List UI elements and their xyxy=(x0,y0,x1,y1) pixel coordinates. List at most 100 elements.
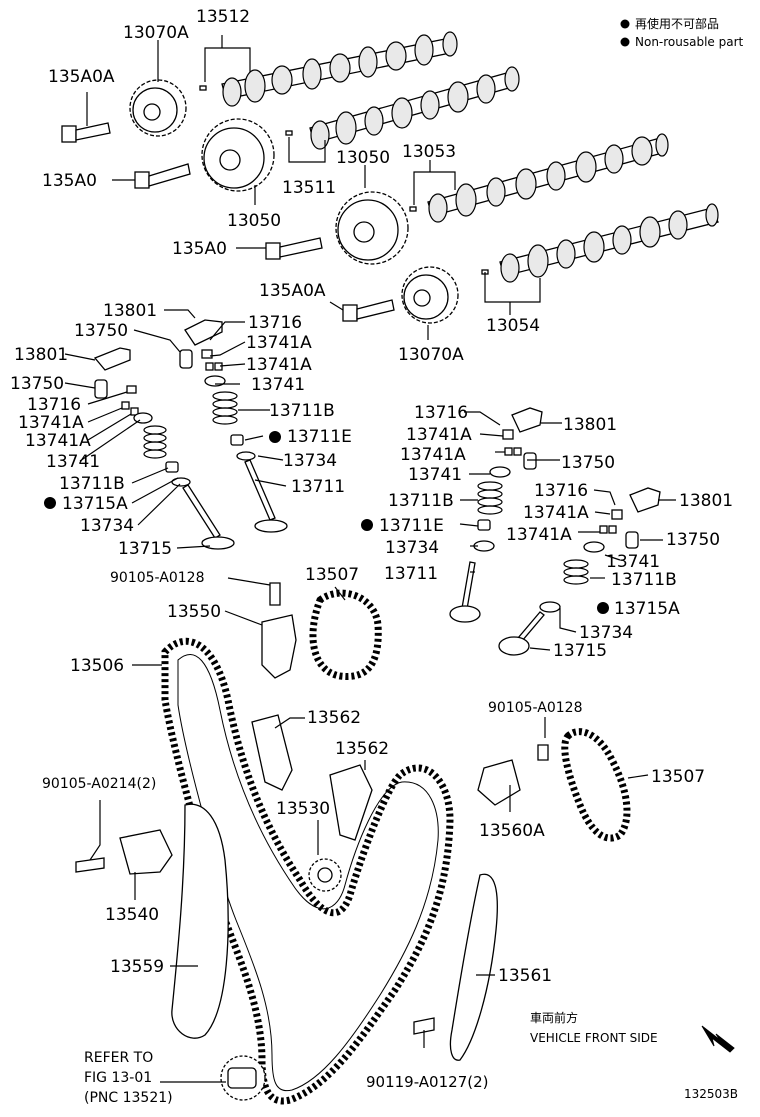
valve-train-left xyxy=(93,319,288,550)
valve-spring xyxy=(563,559,589,585)
valve-keeper xyxy=(504,447,513,456)
part-label: 13734 xyxy=(283,451,337,471)
spring-seat xyxy=(171,477,191,487)
chain-guide-13561 xyxy=(449,873,498,1061)
valve-spring xyxy=(143,425,167,459)
part-label: 13801 xyxy=(103,301,157,321)
part-label: 135A0A xyxy=(48,67,115,87)
roller-rocker-arm xyxy=(184,319,223,346)
part-label: 135A0 xyxy=(172,239,227,259)
part-label: 13741A xyxy=(400,445,466,465)
chain-tensioner-13560A xyxy=(477,759,521,806)
part-label: 90119-A0127(2) xyxy=(366,1073,488,1091)
part-label: 13711B xyxy=(611,570,677,590)
part-label: 13562 xyxy=(335,739,389,759)
valve-keeper xyxy=(130,407,139,416)
valve xyxy=(517,611,545,642)
chain-guide-13559 xyxy=(171,803,229,1039)
part-label: 13715A xyxy=(62,494,128,514)
roller-rocker-arm xyxy=(629,487,661,513)
part-label: 13741 xyxy=(606,552,660,572)
chain-damper-13562 xyxy=(251,714,293,791)
non-reusable-mark-icon xyxy=(269,431,281,443)
valve-stem-cap xyxy=(201,349,213,359)
chain-damper-13562 xyxy=(329,764,373,841)
part-label: 13750 xyxy=(561,453,615,473)
part-label: 13053 xyxy=(402,142,456,162)
bolt xyxy=(75,857,105,873)
part-label: 13711 xyxy=(384,564,438,584)
part-label: 135A0 xyxy=(42,171,97,191)
timing-gear-13070A-top xyxy=(129,79,187,137)
exhaust-valve xyxy=(244,459,276,521)
timing-chain-13507-right xyxy=(561,728,631,842)
valve-head xyxy=(498,636,530,656)
valve-train-right xyxy=(449,407,661,656)
part-label: 13550 xyxy=(167,602,221,622)
part-label: 13734 xyxy=(385,538,439,558)
direction-text-en: VEHICLE FRONT SIDE xyxy=(530,1031,658,1045)
valve-keeper xyxy=(121,401,130,410)
spring-seat xyxy=(539,601,561,613)
legend-text-en: Non-rousable part xyxy=(635,35,744,49)
bolt xyxy=(537,744,549,761)
camshaft-upper-left xyxy=(221,31,458,107)
intake-valve xyxy=(182,484,221,539)
knock-pin xyxy=(409,206,417,212)
bolt xyxy=(269,582,281,606)
bolt-135A0-mid xyxy=(265,237,323,260)
timing-gear-13050-top xyxy=(201,118,275,192)
part-label: 13070A xyxy=(398,345,464,365)
part-label: 90105-A0128 xyxy=(110,570,205,586)
camshaft-upper-middle xyxy=(309,66,520,150)
valve-keeper xyxy=(513,447,522,456)
part-label: 90105-A0214(2) xyxy=(42,776,156,792)
valve xyxy=(461,561,476,610)
part-label: 13562 xyxy=(307,708,361,728)
direction-text-jp: 車両前方 xyxy=(530,1010,578,1025)
bolt xyxy=(413,1017,435,1035)
part-label: 90105-A0128 xyxy=(488,700,583,716)
lash-adjuster xyxy=(179,349,193,369)
valve-head xyxy=(449,605,481,623)
chain-tensioner-13550 xyxy=(261,614,297,679)
refer-note: REFER TO xyxy=(84,1050,153,1066)
direction-arrow-icon xyxy=(701,1025,735,1053)
legend: 再使用不可部品 Non-rousable part xyxy=(620,16,744,49)
roller-rocker-arm xyxy=(511,407,543,433)
part-label: 13741A xyxy=(406,425,472,445)
valve-stem-oil-seal xyxy=(477,519,491,531)
part-label: 13711B xyxy=(59,474,125,494)
part-label: 135A0A xyxy=(259,281,326,301)
part-label: 13716 xyxy=(27,395,81,415)
timing-chain-13506 xyxy=(161,637,454,1105)
part-label: 13715 xyxy=(553,641,607,661)
part-label: 13741 xyxy=(408,465,462,485)
part-labels: 13512 13070A 135A0A 135A0 13050 13053 13… xyxy=(10,7,738,1106)
part-label: 13741 xyxy=(46,452,100,472)
part-label: 13530 xyxy=(276,799,330,819)
valve-spring xyxy=(212,391,238,425)
lash-adjuster xyxy=(625,531,639,549)
part-label: 13070A xyxy=(123,23,189,43)
part-label: 13801 xyxy=(14,345,68,365)
part-label: 13741A xyxy=(523,503,589,523)
timing-gear-13070A-mid xyxy=(401,266,459,324)
part-label: 13540 xyxy=(105,905,159,925)
part-label: 13716 xyxy=(248,313,302,333)
part-label: 13716 xyxy=(534,481,588,501)
exhaust-valve-head xyxy=(254,519,288,533)
camshaft-timing-gears xyxy=(61,79,459,324)
lash-adjuster xyxy=(94,379,108,399)
part-label: 13561 xyxy=(498,966,552,986)
valve-keeper xyxy=(205,362,214,371)
part-label: 13711B xyxy=(269,401,335,421)
part-label: 13741A xyxy=(506,525,572,545)
part-label: 13715 xyxy=(118,539,172,559)
bolt-135A0-top xyxy=(134,163,191,189)
timing-chain-inner-edge xyxy=(177,654,439,1092)
part-label: 13734 xyxy=(80,516,134,536)
part-label: 13741A xyxy=(25,431,91,451)
refer-note: (PNC 13521) xyxy=(84,1090,173,1106)
part-label: 13507 xyxy=(651,767,705,787)
